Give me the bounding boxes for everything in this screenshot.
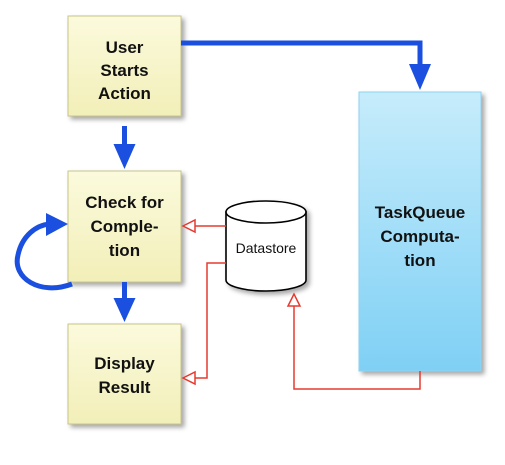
datastore-cylinder: [225, 200, 307, 292]
display-result-node: Display Result: [67, 323, 182, 425]
arrow-check-self-loop: [14, 221, 73, 291]
taskqueue-computation-label-line-2: Computa-: [380, 227, 459, 246]
display-result-label-line-2: Result: [99, 378, 151, 397]
data-flow-arrows: [181, 218, 421, 390]
user-starts-action-node: User Starts Action: [67, 15, 182, 117]
arrow-taskqueue-to-datastore-head: [286, 292, 302, 307]
arrow-datastore-to-display-head: [181, 370, 196, 386]
arrow-user-to-check-head: [113, 144, 136, 169]
arrow-user-to-taskqueue-head: [409, 64, 431, 90]
display-result-label-line-1: Display: [94, 354, 155, 373]
taskqueue-computation-label-line-3: tion: [404, 251, 435, 270]
user-starts-action-label-line-3: Action: [98, 84, 151, 103]
user-starts-action-label-line-2: Starts: [100, 61, 148, 80]
arrow-datastore-to-check-head: [181, 218, 196, 234]
arrow-taskqueue-to-datastore: [293, 306, 421, 390]
datastore-label: Datastore: [236, 240, 297, 256]
check-for-completion-node: Check for Comple- tion: [67, 170, 182, 283]
arrow-check-self-loop-head: [46, 213, 68, 236]
check-for-completion-label-line-3: tion: [109, 241, 140, 260]
check-for-completion-label-line-2: Comple-: [91, 217, 159, 236]
arrow-datastore-to-display: [194, 262, 226, 379]
arrow-check-to-display-head: [113, 298, 136, 322]
user-starts-action-label-line-1: User: [106, 38, 144, 57]
taskqueue-computation-label-line-1: TaskQueue: [375, 203, 465, 222]
taskqueue-computation-node: TaskQueue Computa- tion: [358, 91, 482, 372]
arrow-user-to-taskqueue: [181, 40, 423, 66]
check-for-completion-label-line-1: Check for: [85, 193, 164, 212]
control-flow-arrows: [14, 40, 431, 322]
